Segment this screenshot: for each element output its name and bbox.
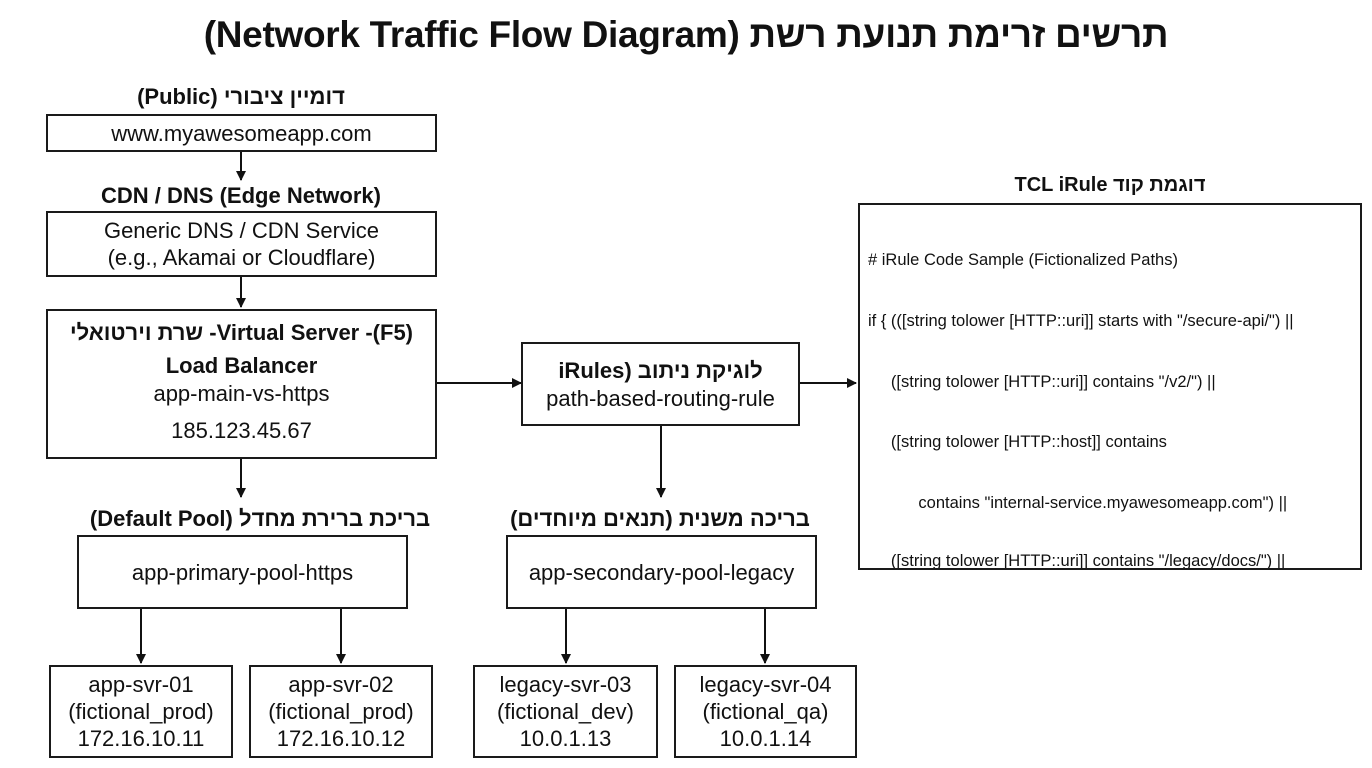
- virtual-server-box: Virtual Server -(F5)- שרת וירטואלי Load …: [46, 309, 437, 459]
- code-sample-heading: דוגמת קוד TCL iRule: [1014, 174, 1206, 196]
- server-ip: 172.16.10.12: [276, 726, 406, 751]
- code-line: ([string tolower [HTTP::uri]] contains "…: [868, 552, 1286, 570]
- cdn-line-1: Generic DNS / CDN Service: [103, 218, 380, 243]
- code-line: if { (([string tolower [HTTP::uri]] star…: [868, 312, 1294, 330]
- code-line: ([string tolower [HTTP::uri]] contains "…: [868, 372, 1216, 391]
- server-legacy-svr-03: legacy-svr-03 (fictional_dev) 10.0.1.13: [473, 665, 658, 758]
- load-balancer-label: Load Balancer: [165, 353, 318, 378]
- cdn-heading: CDN / DNS (Edge Network): [101, 183, 381, 208]
- cdn-line-2: (e.g., Akamai or Cloudflare): [107, 245, 376, 270]
- server-ip: 10.0.1.13: [519, 726, 612, 751]
- server-name: legacy-svr-04: [699, 672, 832, 697]
- server-ip: 172.16.10.11: [77, 726, 205, 751]
- code-line: contains "internal-service.myawesomeapp.…: [868, 493, 1288, 512]
- server-legacy-svr-04: legacy-svr-04 (fictional_qa) 10.0.1.14: [674, 665, 857, 758]
- secondary-pool-name: app-secondary-pool-legacy: [528, 559, 795, 585]
- default-pool-heading: בריכת ברירת מחדל (Default Pool): [89, 506, 431, 531]
- diagram-title: תרשים זרימת תנועת רשת (Network Traffic F…: [203, 14, 1169, 55]
- irules-heading: לוגיקת ניתוב (iRules: [558, 357, 763, 383]
- server-ip: 10.0.1.14: [719, 726, 812, 751]
- server-name: app-svr-01: [88, 672, 194, 697]
- cdn-box: Generic DNS / CDN Service (e.g., Akamai …: [46, 211, 437, 277]
- server-app-svr-01: app-svr-01 (fictional_prod) 172.16.10.11: [49, 665, 233, 758]
- server-env: (fictional_qa): [702, 699, 829, 724]
- code-line: ([string tolower [HTTP::host]] contains: [868, 433, 1167, 452]
- server-env: (fictional_prod): [268, 699, 414, 724]
- secondary-pool-box: app-secondary-pool-legacy: [506, 535, 817, 609]
- server-name: legacy-svr-03: [499, 672, 632, 697]
- server-name: app-svr-02: [288, 672, 394, 697]
- server-app-svr-02: app-svr-02 (fictional_prod) 172.16.10.12: [249, 665, 433, 758]
- virtual-server-name: app-main-vs-https: [153, 381, 330, 406]
- virtual-server-ip: 185.123.45.67: [171, 418, 312, 443]
- secondary-pool-heading: בריכה משנית (תנאים מיוחדים): [510, 506, 810, 531]
- code-line: # iRule Code Sample (Fictionalized Paths…: [868, 251, 1178, 270]
- server-env: (fictional_dev): [497, 699, 634, 724]
- public-domain-heading: דומיין ציבורי (Public): [137, 84, 345, 109]
- irules-name: path-based-routing-rule: [546, 385, 775, 411]
- public-domain-name: www.myawesomeapp.com: [111, 120, 372, 146]
- server-env: (fictional_prod): [68, 699, 214, 724]
- default-pool-box: app-primary-pool-https: [77, 535, 408, 609]
- virtual-server-heading: Virtual Server -(F5)- שרת וירטואלי: [69, 320, 414, 345]
- irule-code-sample: # iRule Code Sample (Fictionalized Paths…: [858, 203, 1362, 570]
- default-pool-name: app-primary-pool-https: [131, 559, 354, 585]
- irules-box: לוגיקת ניתוב (iRules path-based-routing-…: [521, 342, 800, 426]
- public-domain-box: www.myawesomeapp.com: [46, 114, 437, 152]
